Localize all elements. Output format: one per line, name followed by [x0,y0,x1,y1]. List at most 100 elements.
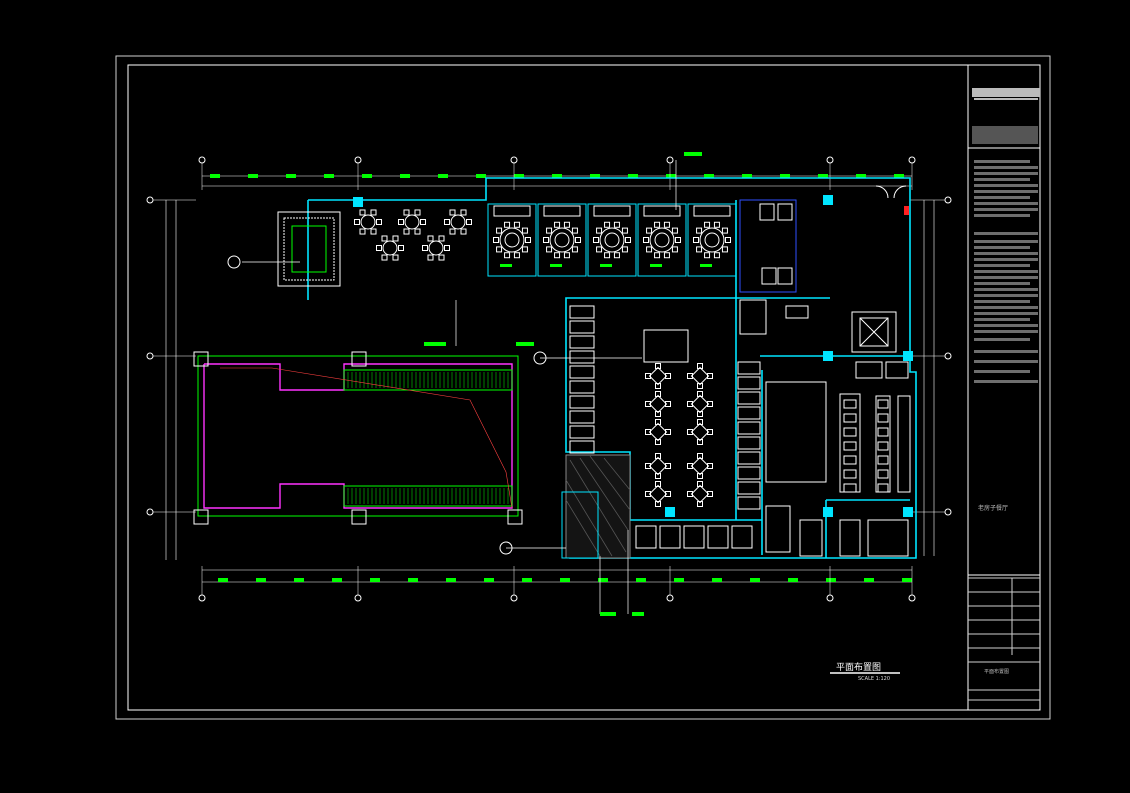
round-table [404,214,420,230]
kitchen-counter [855,361,883,379]
booth [737,406,761,420]
chair [687,429,693,435]
grid-bubble [510,156,518,164]
square-tables [643,329,713,507]
grid-bubble [666,156,674,164]
kitchen-counter [765,505,791,553]
dimension-tag [484,578,494,582]
chair [655,419,661,425]
booth [569,380,595,394]
booth [731,525,753,549]
sheet-title: 平面布置图 [836,663,882,673]
chair [444,245,450,251]
chair [444,219,450,225]
sideboard [593,205,631,217]
title-block-text-bar [974,178,1030,181]
booth [737,451,761,465]
chair [704,221,711,228]
chair [655,439,661,445]
chair [725,237,731,243]
booth [737,481,761,495]
chair [449,228,456,235]
chair [693,237,699,243]
title-block-text-bar [974,184,1038,187]
grid-bubble [354,594,362,602]
booth [737,361,761,375]
chair [655,383,661,389]
booth [737,496,761,510]
title-block-text-bar [974,318,1030,321]
chair [496,227,503,234]
grid-bubble [354,156,362,164]
burner [877,455,889,465]
lazy-susan [554,232,570,248]
round-table [549,227,575,253]
chair [525,237,531,243]
title-block-text-bar [974,246,1030,249]
title-block-text-bar [974,350,1038,353]
dimension-tag [210,174,220,178]
chair [427,235,434,242]
chair [696,246,703,253]
dimension-tag [750,578,760,582]
dimension-lines [165,174,935,583]
chair [521,246,528,253]
round-table [699,227,725,253]
dimension-tag [400,174,410,178]
burner [877,413,889,423]
title-block-text-bar [974,360,1038,363]
chair [721,227,728,234]
square-table [648,484,668,504]
grid-bubble [826,156,834,164]
chair [403,228,410,235]
burner [843,455,857,465]
dimension-tag [628,174,638,178]
chair [563,221,570,228]
round-table [599,227,625,253]
burner [843,469,857,479]
burner [843,441,857,451]
chair [543,237,549,243]
kitchen-counter [885,361,909,379]
chair [665,463,671,469]
chair [392,254,399,261]
burner [843,427,857,437]
chair [655,481,661,487]
kitchen-counter [839,519,861,557]
burner [877,427,889,437]
inner-frame [127,64,1041,711]
chair [359,209,366,216]
dimension-tag [248,174,258,178]
chair [697,473,703,479]
booth [569,335,595,349]
chair [704,252,711,259]
chair [655,363,661,369]
round-table [428,240,444,256]
dimension-tag [636,578,646,582]
escalator [343,485,513,507]
grid-bubble [944,508,952,516]
round-table [382,240,398,256]
dimension-tag [552,174,562,178]
square-table [690,366,710,386]
dimension-tag [598,578,608,582]
chair [707,429,713,435]
title-block-text-bar [974,160,1030,163]
outer-frame [115,55,1051,720]
chair [713,221,720,228]
burner [877,399,889,409]
kitchen-counter [839,393,861,493]
chair [359,228,366,235]
chair [646,227,653,234]
chair [697,383,703,389]
chair [449,209,456,216]
chair [613,252,620,259]
chair [713,252,720,259]
dimension-tag [856,174,866,178]
column [903,507,913,517]
chair [593,237,599,243]
chair [655,473,661,479]
dimension-tag [818,174,828,178]
private-dining-rooms [487,203,737,277]
title-block-text-bar [974,240,1038,243]
